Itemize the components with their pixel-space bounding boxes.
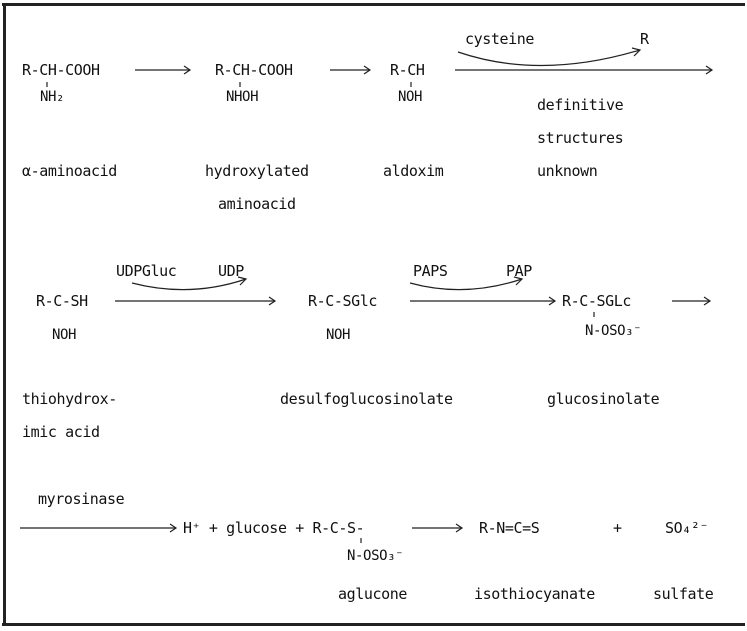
aldoxim-substituent: NOH [398, 89, 423, 105]
arrowhead-5 [548, 296, 557, 306]
aldoxim-formula: R-CH [390, 61, 425, 79]
hydroxylated-formula: R-CH-COOH [215, 61, 293, 79]
r-label: R [640, 30, 649, 48]
arrowhead-pap [513, 276, 524, 286]
hydroxylated-substituent: NHOH [226, 89, 259, 105]
cysteine-label: cysteine [465, 30, 535, 48]
arrowhead-cysteine [631, 47, 642, 57]
udp-label: UDP [218, 262, 244, 280]
arrow-cysteine-curve [457, 49, 641, 67]
arrow-paps-curve [409, 278, 523, 291]
aglucone-substituent: N-OSO₃⁻ [347, 548, 404, 564]
aminoacid-substituent: NH₂ [40, 89, 65, 105]
frame-left-border [3, 3, 6, 626]
aminoacid-formula: R-CH-COOH [22, 61, 100, 79]
definitive-line2: structures [537, 129, 624, 147]
hydrolysis-products: H⁺ + glucose + R-C-S- [183, 519, 365, 537]
label-sulfate: sulfate [653, 585, 714, 603]
arrowhead-8 [455, 523, 464, 533]
label-aglucone: aglucone [338, 585, 408, 603]
pap-label: PAP [506, 262, 532, 280]
frame-top-border [2, 3, 745, 6]
label-hydroxylated-1: hydroxylated [205, 162, 309, 180]
desulfo-formula: R-C-SGlc [308, 292, 378, 310]
isothiocyanate-formula: R-N=C=S [479, 519, 540, 537]
thiohydroximic-substituent: NOH [52, 327, 77, 343]
arrowhead-2 [363, 65, 372, 75]
label-thiohydroximic-1: thiohydrox- [22, 390, 117, 408]
label-glucosinolate: glucosinolate [547, 390, 660, 408]
frame-bottom-border [2, 623, 745, 626]
sulfate-formula: SO₄²⁻ [665, 519, 709, 537]
arrow-udpgluc-curve [131, 278, 247, 291]
arrowhead-udp [237, 276, 248, 286]
arrowhead-4 [268, 296, 277, 306]
arrowhead-7 [169, 523, 178, 533]
plus-sign: + [613, 519, 622, 537]
paps-label: PAPS [413, 262, 448, 280]
glucosinolate-substituent: N-OSO₃⁻ [585, 323, 642, 339]
udpgluc-label: UDPGluc [116, 262, 177, 280]
definitive-line1: definitive [537, 96, 624, 114]
label-desulfoglucosinolate: desulfoglucosinolate [280, 390, 453, 408]
definitive-line3: unknown [537, 162, 598, 180]
arrowhead-1 [183, 65, 192, 75]
myrosinase-label: myrosinase [38, 490, 125, 508]
arrowhead-3 [705, 65, 714, 75]
glucosinolate-formula: R-C-SGLc [562, 292, 632, 310]
label-hydroxylated-2: aminoacid [218, 195, 296, 213]
label-aldoxim: aldoxim [383, 162, 444, 180]
label-isothiocyanate: isothiocyanate [474, 585, 595, 603]
label-aminoacid: α-aminoacid [22, 162, 117, 180]
label-thiohydroximic-2: imic acid [22, 423, 100, 441]
desulfo-substituent: NOH [326, 327, 351, 343]
thiohydroximic-formula: R-C-SH [36, 292, 88, 310]
arrowhead-6 [703, 296, 712, 306]
